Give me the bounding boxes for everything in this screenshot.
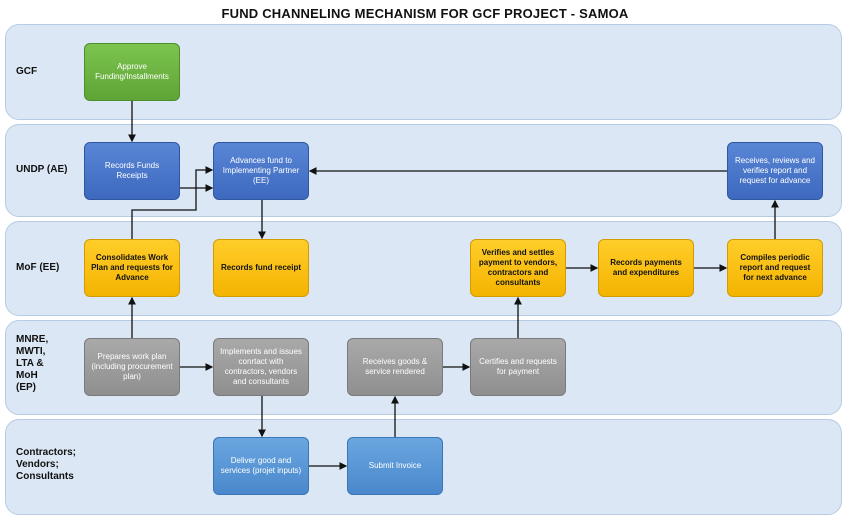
approve-funding-box: Approve Funding/Installments	[84, 43, 180, 101]
advances-fund-box: Advances fund to Implementing Partner (E…	[213, 142, 309, 200]
implements-contract-box: Implements and issues conrtact with cont…	[213, 338, 309, 396]
deliver-goods-box: Deliver good and services (projet inputs…	[213, 437, 309, 495]
lane-label-mnre: MNRE, MWTI, LTA & MoH (EP)	[16, 334, 49, 393]
lane-label-gcf: GCF	[16, 66, 38, 77]
lane-label-undp: UNDP (AE)	[16, 164, 68, 175]
arrow-consolidates-to-advances	[131, 166, 214, 239]
records-payments-box: Records payments and expenditures	[598, 239, 694, 297]
compiles-report-box: Compiles periodic report and request for…	[727, 239, 823, 297]
diagram-title: FUND CHANNELING MECHANISM FOR GCF PROJEC…	[221, 6, 629, 21]
prepares-work-plan-box: Prepares work plan (including procuremen…	[84, 338, 180, 396]
records-fund-receipt-box: Records fund receipt	[213, 239, 309, 297]
certifies-requests-box: Certifies and requests for payment	[470, 338, 566, 396]
consolidates-work-plan-box: Consolidates Work Plan and requests for …	[84, 239, 180, 297]
submit-invoice-box: Submit Invoice	[347, 437, 443, 495]
receives-goods-box: Receives goods & service rendered	[347, 338, 443, 396]
verifies-settles-box: Verifies and settles payment to vendors,…	[470, 239, 566, 297]
lane-label-mof: MoF (EE)	[16, 262, 60, 273]
records-funds-receipts-box: Records Funds Receipts	[84, 142, 180, 200]
lane-label-contractors: Contractors; Vendors; Consultants	[16, 447, 77, 482]
receives-reviews-box: Receives, reviews and verifies report an…	[727, 142, 823, 200]
